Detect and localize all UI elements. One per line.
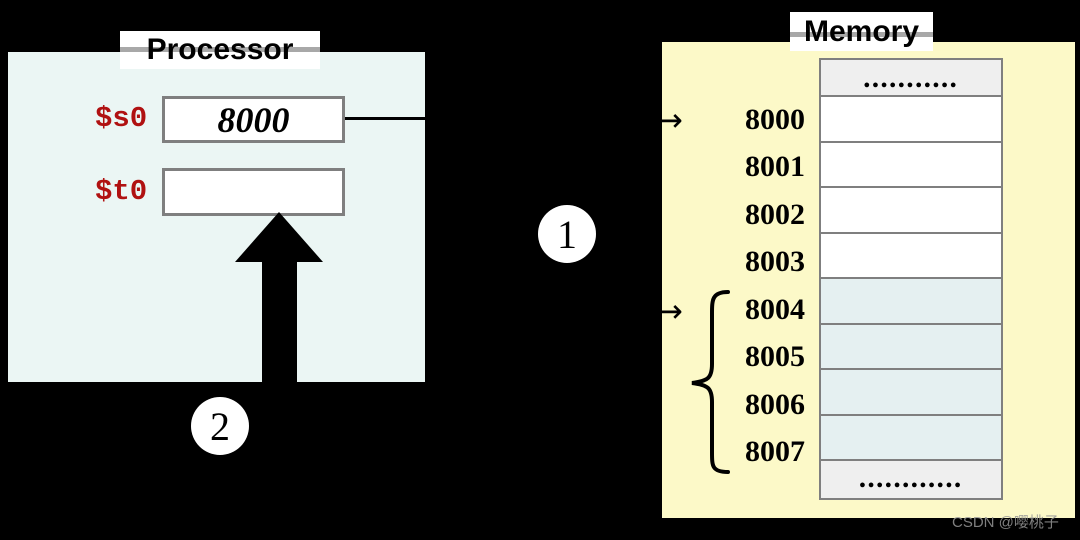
watermark: CSDN @嘤桃子 [952, 514, 1059, 531]
ellipsis-dots: ●●●●●●●●●●● [863, 79, 959, 91]
memory-ellipsis-top: ●●●●●●●●●●● [821, 60, 1001, 95]
address-label-8004: 8004 [745, 293, 805, 326]
address-label-8000: 8000 [745, 103, 805, 136]
register-label-t0: $t0 [95, 175, 148, 208]
address-label-8001: 8001 [745, 150, 805, 183]
banner-line [790, 32, 933, 37]
address-label-8002: 8002 [745, 198, 805, 231]
load-result-arrow [235, 212, 323, 463]
s0-to-memory-line [345, 117, 662, 120]
memory-title-banner: Memory [790, 12, 933, 51]
pointer-arrow-8000: → [656, 101, 683, 139]
processor-title-banner: Processor [120, 31, 320, 69]
register-box-t0 [162, 168, 345, 216]
register-label-s0: $s0 [95, 102, 148, 135]
memory-cell-8003 [821, 231, 1001, 277]
step-1-badge: 1 [538, 205, 596, 263]
address-label-8003: 8003 [745, 245, 805, 278]
step-2-badge: 2 [191, 397, 249, 455]
memory-ellipsis-bottom: ●●●●●●●●●●●● [821, 459, 1001, 498]
processor-title: Processor [146, 33, 294, 66]
memory-cell-8005 [821, 322, 1001, 368]
memory-title: Memory [803, 15, 920, 48]
memory-cell-8004 [821, 277, 1001, 323]
memory-cell-8006 [821, 368, 1001, 414]
word-group-brace [691, 290, 730, 474]
register-box-s0: 8000 [162, 96, 345, 143]
step-2-number: 2 [210, 403, 230, 449]
memory-cell-8007 [821, 413, 1001, 459]
memory-cell-8001 [821, 140, 1001, 186]
address-label-8005: 8005 [745, 340, 805, 373]
register-value-s0: 8000 [217, 99, 290, 140]
pointer-arrow-8004: → [656, 292, 683, 330]
address-label-8007: 8007 [745, 435, 805, 468]
memory-cell-8002 [821, 186, 1001, 232]
memory-table: ●●●●●●●●●●● ●●●●●●●●●●●● [819, 58, 1003, 500]
address-label-8006: 8006 [745, 388, 805, 421]
step-1-number: 1 [557, 211, 577, 257]
banner-line [120, 47, 320, 52]
ellipsis-dots: ●●●●●●●●●●●● [859, 479, 963, 491]
memory-cell-8000 [821, 95, 1001, 141]
